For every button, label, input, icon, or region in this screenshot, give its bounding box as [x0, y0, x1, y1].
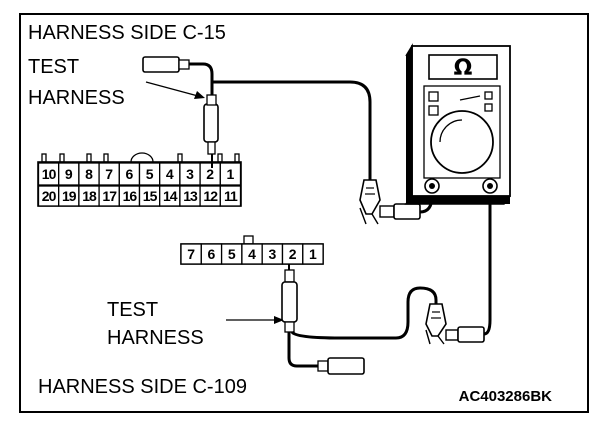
- bottom-leader-arrow: [226, 316, 284, 324]
- c15-pin-16: 16: [123, 188, 138, 204]
- test-harness-top-label-line2: HARNESS: [28, 87, 125, 109]
- c15-pin-1: 1: [227, 166, 235, 182]
- c15-pin-9: 9: [65, 166, 73, 182]
- figure-code: AC403286BK: [459, 388, 553, 405]
- c15-pin-10: 10: [42, 166, 57, 182]
- c109-pin-7: 7: [187, 246, 195, 262]
- test-harness-top-label-line1: TEST: [28, 56, 79, 78]
- c15-pin-11: 11: [224, 188, 238, 204]
- c15-pin-13: 13: [183, 188, 198, 204]
- c15-pin-17: 17: [102, 188, 117, 204]
- c109-pin-2: 2: [289, 246, 297, 262]
- c15-pin-15: 15: [143, 188, 158, 204]
- c15-pin-4: 4: [166, 166, 174, 182]
- c109-pin-1: 1: [309, 246, 317, 262]
- c15-pin-cell: [219, 185, 242, 207]
- test-harness-bottom-label-line2: HARNESS: [107, 327, 204, 349]
- c15-pin-8: 8: [85, 166, 93, 182]
- top-leader-arrow: [145, 81, 205, 99]
- harness-side-c15-label: HARNESS SIDE C-15: [28, 22, 226, 44]
- bottom-test-harness: [281, 188, 492, 375]
- c15-pin-6: 6: [126, 166, 134, 182]
- c109-pin-cell: [302, 243, 324, 265]
- ohm-symbol: Ω: [454, 56, 473, 81]
- ohmmeter: Ω: [404, 43, 511, 205]
- c15-pin-20: 20: [42, 188, 57, 204]
- c15-pin-3: 3: [186, 166, 194, 182]
- meter-display: [428, 54, 498, 80]
- c109-pin-5: 5: [228, 246, 236, 262]
- c109-pin-4: 4: [248, 246, 256, 262]
- c109-pin-3: 3: [268, 246, 276, 262]
- c15-pin-cell: [219, 162, 242, 186]
- harness-side-c109-label: HARNESS SIDE C-109: [38, 376, 247, 398]
- c15-pin-18: 18: [82, 188, 97, 204]
- c15-pin-14: 14: [163, 188, 178, 204]
- c15-pin-12: 12: [203, 188, 218, 204]
- top-test-harness: [142, 56, 434, 225]
- c109-pin-6: 6: [208, 246, 216, 262]
- c15-pin-2: 2: [206, 166, 214, 182]
- test-harness-bottom-label-line1: TEST: [107, 299, 158, 321]
- c15-pin-19: 19: [62, 188, 77, 204]
- c15-pin-7: 7: [105, 166, 113, 182]
- c15-pin-5: 5: [146, 166, 154, 182]
